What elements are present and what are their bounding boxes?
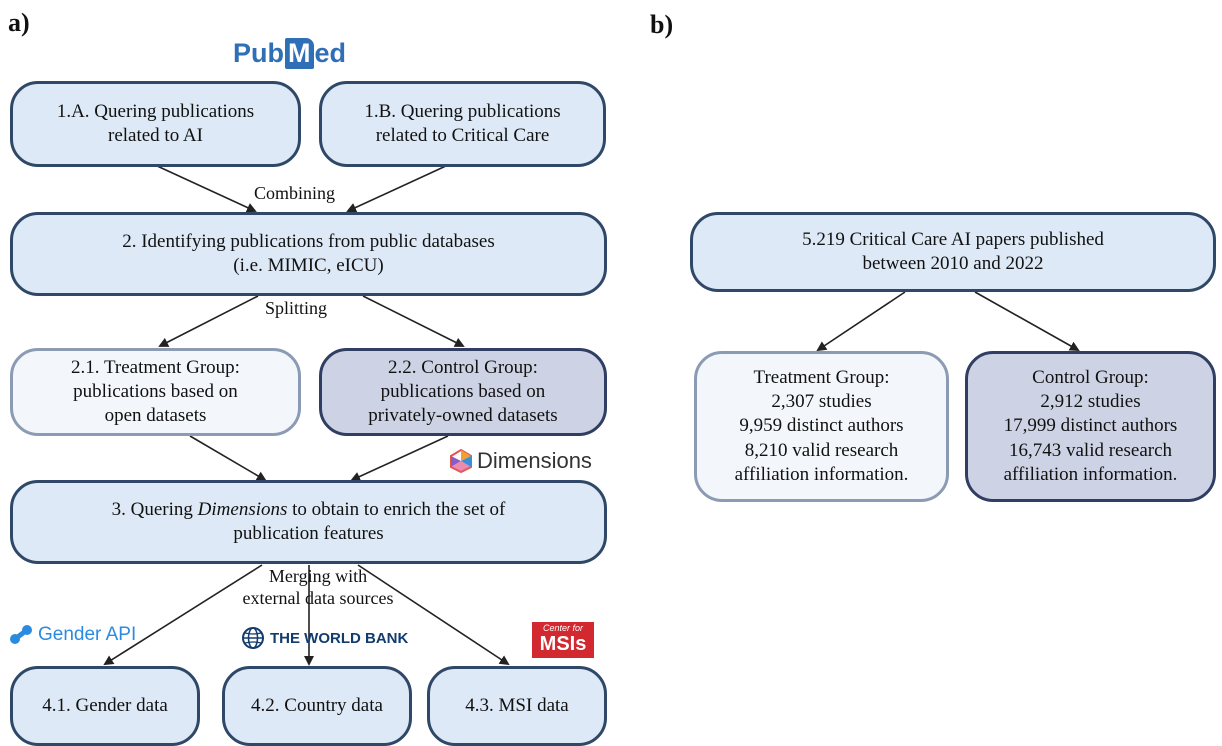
arrow-3-to-43 [357, 564, 510, 666]
merging-label: Merging with external data sources [242, 566, 394, 608]
box-1b-critical-care-query: 1.B. Quering publications related to Cri… [319, 81, 606, 167]
gender-api-logo: Gender API [8, 624, 136, 646]
box-3-dimensions-query: 3. Quering Dimensions to obtain to enric… [10, 480, 607, 564]
box-control-group-stats: Control Group: 2,912 studies 17,999 dist… [965, 351, 1216, 502]
gender-api-icon [10, 625, 32, 644]
box-total-papers: 5.219 Critical Care AI papers published … [690, 212, 1216, 292]
arrow-22-to-3 [350, 435, 449, 482]
panel-a-label: a) [8, 8, 30, 37]
arrow-1a-to-2 [154, 164, 257, 213]
box-2-public-databases: 2. Identifying publications from public … [10, 212, 607, 296]
box-42-country-data: 4.2. Country data [222, 666, 412, 746]
dimensions-icon [450, 448, 472, 474]
box-1a-ai-query: 1.A. Quering publications related to AI [10, 81, 301, 167]
msi-center-logo: Center for MSIs [532, 622, 594, 658]
arrow-top-to-control [974, 291, 1080, 351]
box-41-gender-data: 4.1. Gender data [10, 666, 200, 746]
splitting-label: Splitting [265, 298, 328, 318]
globe-icon [242, 627, 264, 649]
combining-label: Combining [254, 183, 336, 203]
panel-b-label: b) [650, 10, 674, 39]
box-treatment-group-stats: Treatment Group: 2,307 studies 9,959 dis… [694, 351, 949, 502]
arrow-3-to-41 [103, 564, 263, 666]
box-43-msi-data: 4.3. MSI data [427, 666, 607, 746]
world-bank-logo: THE WORLD BANK [241, 626, 408, 650]
arrow-1b-to-2 [346, 164, 449, 213]
arrow-2-to-21 [158, 295, 259, 347]
dimensions-logo: Dimensions [448, 448, 592, 474]
box-21-treatment-group: 2.1. Treatment Group: publications based… [10, 348, 301, 436]
arrow-top-to-treatment [816, 291, 906, 352]
box-22-control-group: 2.2. Control Group: publications based o… [319, 348, 607, 436]
arrow-21-to-3 [189, 435, 267, 482]
arrow-2-to-22 [362, 295, 465, 347]
